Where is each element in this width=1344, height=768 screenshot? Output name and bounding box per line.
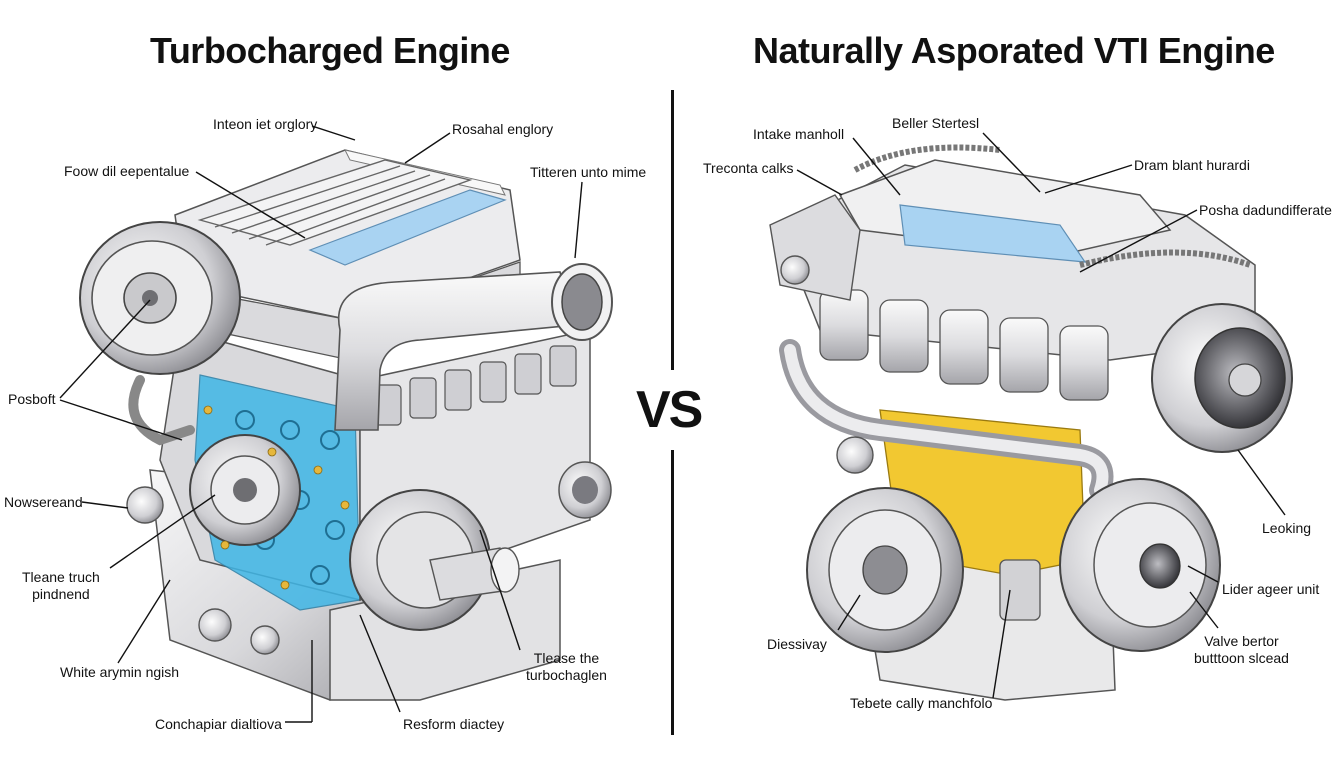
label-conchapiar: Conchapiar dialtiova bbox=[155, 716, 282, 732]
label-diessivay: Diessivay bbox=[767, 636, 827, 652]
label-valve: Valve bertor butttoon slcead bbox=[1194, 633, 1289, 666]
left-leader-lines bbox=[59, 125, 583, 723]
label-dram: Dram blant hurardi bbox=[1134, 157, 1250, 173]
vs-label: VS bbox=[636, 381, 703, 439]
label-intake-manholl: Intake manholl bbox=[753, 126, 845, 142]
left-engine-illustration bbox=[79, 149, 613, 701]
right-engine-title: Naturally Asporated VTI Engine bbox=[753, 30, 1275, 71]
label-beller: Beller Stertesl bbox=[892, 115, 980, 131]
label-resform: Resform diactey bbox=[403, 716, 505, 732]
label-nowsereand: Nowsereand bbox=[4, 494, 83, 510]
label-tleane-truch: Tleane truch pindnend bbox=[22, 569, 100, 602]
divider-top bbox=[671, 90, 674, 370]
label-rosahal: Rosahal englory bbox=[452, 121, 554, 137]
label-tlease-turbo: Tlease the turbochaglen bbox=[526, 650, 607, 683]
label-leoking: Leoking bbox=[1262, 520, 1312, 536]
label-white-arym: White arymin ngish bbox=[60, 664, 180, 680]
divider-bottom bbox=[671, 450, 674, 735]
label-titteren: Titteren unto mime bbox=[530, 164, 647, 180]
label-foow: Foow dil eepentalue bbox=[64, 163, 190, 179]
label-treconta: Treconta calks bbox=[703, 160, 794, 176]
label-posboft: Posboft bbox=[8, 391, 56, 407]
label-intake-top: Inteon iet orglory bbox=[213, 116, 318, 132]
right-leader-lines bbox=[796, 132, 1286, 699]
label-lider: Lider ageer unit bbox=[1222, 581, 1320, 597]
left-engine-title: Turbocharged Engine bbox=[150, 30, 510, 71]
label-posha: Posha dadundifferate bbox=[1199, 202, 1332, 218]
right-engine-illustration bbox=[769, 144, 1293, 701]
label-tebete: Tebete cally manchfolo bbox=[850, 695, 993, 711]
